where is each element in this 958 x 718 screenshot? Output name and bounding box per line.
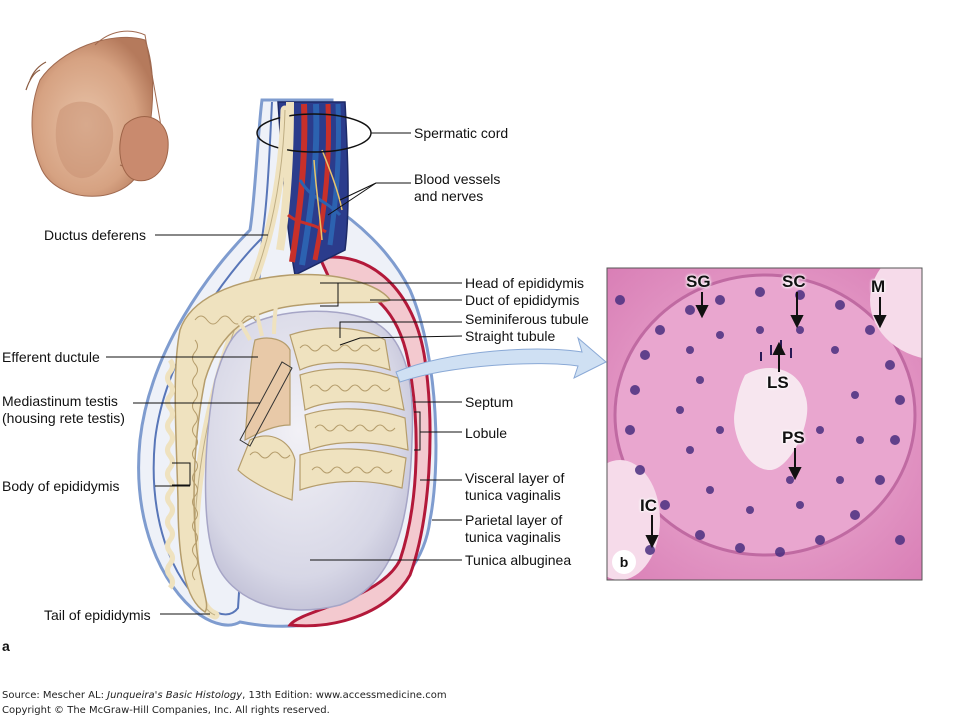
mediastinum-bracket [239, 361, 293, 447]
lobules [237, 327, 409, 501]
source-line: Source: Mescher AL: Junqueira's Basic Hi… [2, 690, 447, 701]
label-seminiferous-tubule: Seminiferous tubule [465, 311, 589, 327]
label-body-of-epididymis: Body of epididymis [2, 478, 120, 494]
source-title: Junqueira's Basic Histology [107, 690, 243, 701]
cord-vessels [276, 101, 343, 266]
tubule-squiggles [249, 344, 396, 474]
label-head-of-epididymis: Head of epididymis [465, 275, 585, 291]
label-mediastinum-line2: (housing rete testis) [2, 410, 125, 426]
label-parietal-line2: tunica vaginalis [465, 529, 561, 545]
tunica-vaginalis [287, 255, 432, 628]
source-prefix: Source: Mescher AL: [2, 690, 108, 701]
label-efferent-ductule: Efferent ductule [2, 349, 100, 365]
label-duct-of-epididymis: Duct of epididymis [465, 292, 580, 308]
orientation-thumbnail [25, 30, 169, 197]
micrograph-label-sc: SC [782, 272, 806, 291]
label-visceral-line1: Visceral layer of [465, 470, 565, 486]
efferent-ductules [220, 291, 280, 341]
label-lobule: Lobule [465, 425, 508, 441]
epididymis [174, 273, 392, 614]
micrograph [607, 268, 922, 580]
label-spermatic-cord: Spermatic cord [414, 125, 509, 141]
leader-lines [106, 132, 463, 615]
source-suffix: , 13th Edition: www.accessmedicine.com [242, 690, 447, 701]
label-parietal-line1: Parietal layer of [465, 512, 563, 528]
label-blood-vessels-line2: and nerves [414, 188, 484, 204]
label-straight-tubule: Straight tubule [465, 328, 556, 344]
label-ductus-deferens: Ductus deferens [44, 227, 146, 243]
label-mediastinum-line1: Mediastinum testis [2, 393, 118, 409]
panel-letter-a: a [2, 638, 10, 654]
label-tail-of-epididymis: Tail of epididymis [44, 607, 151, 623]
label-visceral-line2: tunica vaginalis [465, 487, 561, 503]
micrograph-arrows [645, 292, 887, 549]
label-tunica-albuginea: Tunica albuginea [465, 552, 572, 568]
micrograph-frame [606, 267, 923, 581]
copyright-line: Copyright © The McGraw-Hill Companies, I… [2, 705, 330, 716]
label-blood-vessels-line1: Blood vessels [414, 171, 501, 187]
micrograph-label-m: M [871, 277, 886, 296]
panel-letter-b: b [612, 550, 636, 574]
label-septum: Septum [465, 394, 514, 410]
zoom-arrow [395, 336, 607, 383]
micrograph-label-sg: SG [686, 272, 711, 291]
micrograph-label-ic: IC [640, 496, 657, 515]
micrograph-label-ps: PS [782, 428, 805, 447]
micrograph-label-ls: LS [767, 373, 789, 392]
